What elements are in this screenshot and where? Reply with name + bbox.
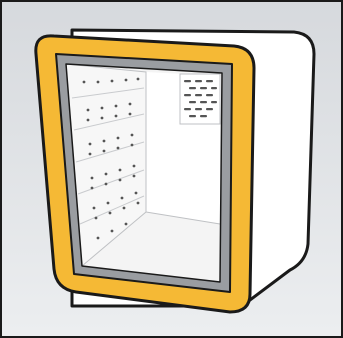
oven-cavity-illustration bbox=[2, 2, 341, 336]
